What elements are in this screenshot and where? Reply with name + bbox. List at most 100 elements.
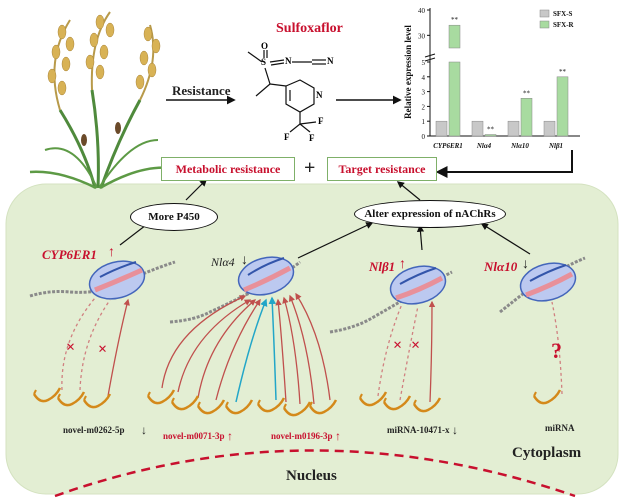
nachr-oval: Alter expression of nAChRs — [354, 200, 506, 228]
target-resistance-box: Target resistance — [327, 157, 437, 181]
mirna-hairpin-tip — [383, 397, 387, 403]
mirna-hairpin-tip — [309, 401, 313, 407]
more-p450-oval: More P450 — [130, 203, 218, 231]
bar-sfx-s — [435, 120, 448, 137]
mirna-hairpin — [82, 393, 112, 409]
mirna-hairpin — [412, 397, 442, 413]
cytoplasm-region — [5, 183, 619, 495]
mirna-hairpin-tip — [257, 399, 261, 405]
block-mark-1: × — [66, 339, 76, 356]
y-tick-label: 3 — [422, 89, 426, 97]
significance-mark: ** — [451, 16, 459, 24]
bar-sfx-r-upper — [448, 24, 461, 49]
atom-n-imine: N — [285, 56, 292, 66]
target-resistance-label: Target resistance — [338, 161, 426, 176]
mirna-hairpin — [358, 391, 388, 407]
nucleus-label: Nucleus — [286, 468, 337, 484]
nlb1-to-nachr-arrow — [416, 224, 425, 251]
x-tick-label: Nlβ1 — [548, 142, 563, 150]
x-tick-label: Nlα4 — [476, 142, 492, 150]
mirna-hairpin — [146, 389, 176, 405]
atom-n-ring: N — [316, 90, 323, 100]
mirna-hairpin-tip — [533, 391, 537, 397]
y-tick-label: 0 — [422, 133, 426, 141]
block-mark-2: × — [98, 341, 108, 358]
p450-to-metabolic-arrow — [185, 178, 208, 201]
mirna-hairpin-tip — [413, 399, 417, 405]
mirna-hairpin — [32, 387, 62, 403]
mirna-hairpin — [224, 399, 254, 415]
mirna-hairpin — [196, 399, 226, 415]
mirna-hairpin-tip — [225, 401, 229, 407]
nuclear-membrane — [54, 449, 576, 498]
bar-sfx-s — [543, 120, 556, 137]
y-tick-label: 5 — [422, 59, 426, 67]
bar-sfx-s — [471, 120, 484, 137]
x-tick-label: CYP6ER1 — [433, 142, 463, 150]
plus-sign: + — [304, 157, 316, 179]
y-tick-label: 1 — [422, 118, 426, 126]
mrna-nla10 — [499, 256, 586, 314]
x-tick-label: Nlα10 — [510, 142, 529, 150]
y-tick-label: 40 — [418, 7, 426, 15]
bar-sfx-r — [484, 134, 497, 137]
legend-swatch — [539, 9, 550, 18]
more-p450-label: More P450 — [148, 211, 200, 223]
m10471-down-arrow: ↓ — [452, 423, 458, 437]
mirna-m0196: novel-m0196-3p — [271, 431, 333, 441]
cyp6er1-up-arrow: ↑ — [108, 245, 115, 260]
atom-n-nitrile: N — [327, 56, 334, 66]
nla10-down-arrow: ↓ — [522, 257, 529, 272]
y-tick-label: 30 — [418, 32, 426, 40]
mrna-cyp6er1 — [29, 260, 176, 300]
mirna-hairpin-tip — [283, 403, 287, 409]
nla4-to-nachr-arrow — [297, 222, 374, 259]
sulfoxaflor-structure — [247, 50, 326, 133]
metabolic-resistance-label: Metabolic resistance — [175, 161, 281, 176]
mirna-hairpins — [32, 387, 562, 417]
mirna-hairpin — [308, 399, 338, 415]
nachr-to-target-arrow — [396, 181, 421, 201]
y-tick-label: 2 — [422, 103, 426, 111]
mirna-hairpin-tip — [33, 389, 37, 395]
nlb1-up-arrow: ↑ — [399, 257, 406, 272]
mirna-hairpin-tip — [57, 393, 61, 399]
mirna-hairpin-tip — [359, 393, 363, 399]
gene-nla4: Nlα4 — [211, 255, 235, 269]
bar-sfx-r-lower — [448, 61, 461, 137]
chart-to-target-arrow — [435, 150, 573, 178]
bar-sfx-r — [556, 76, 569, 137]
block-mark-3: × — [393, 337, 403, 354]
y-tick-label: 4 — [422, 74, 426, 82]
axis-break-mark-1 — [424, 53, 436, 58]
mirna-m10471: miRNA-10471-x — [387, 425, 450, 435]
legend-label: SFX-R — [553, 21, 575, 29]
mirna-m0262: novel-m0262-5p — [63, 425, 125, 435]
legend-label: SFX-S — [553, 10, 573, 18]
cytoplasm-label: Cytoplasm — [512, 445, 582, 461]
nla10-to-nachr-arrow — [480, 223, 531, 255]
m0262-down-arrow: ↓ — [141, 423, 147, 437]
atom-f3: F — [318, 116, 324, 126]
mirna-m0071: novel-m0071-3p — [163, 431, 225, 441]
axis-break-mark-2 — [424, 57, 436, 62]
gene-nlb1: Nlβ1 — [369, 259, 396, 274]
mirna-hairpin — [256, 397, 286, 413]
m0071-up-arrow: ↑ — [227, 429, 233, 443]
compound-title: Sulfoxaflor — [276, 21, 343, 36]
bar-sfx-s — [507, 120, 520, 137]
atom-s: S — [261, 57, 267, 67]
mirna-hairpin-tip — [147, 391, 151, 397]
unknown-regulation-mark: ? — [551, 338, 562, 363]
block-mark-4: × — [411, 337, 421, 354]
nachr-label: Alter expression of nAChRs — [364, 208, 496, 220]
significance-mark: ** — [559, 68, 567, 76]
bar-sfx-r — [520, 98, 533, 137]
significance-mark: ** — [487, 126, 495, 134]
gene-nla10: Nlα10 — [484, 259, 518, 274]
resistance-label: Resistance — [172, 83, 231, 98]
nla4-down-arrow: ↓ — [241, 253, 248, 268]
